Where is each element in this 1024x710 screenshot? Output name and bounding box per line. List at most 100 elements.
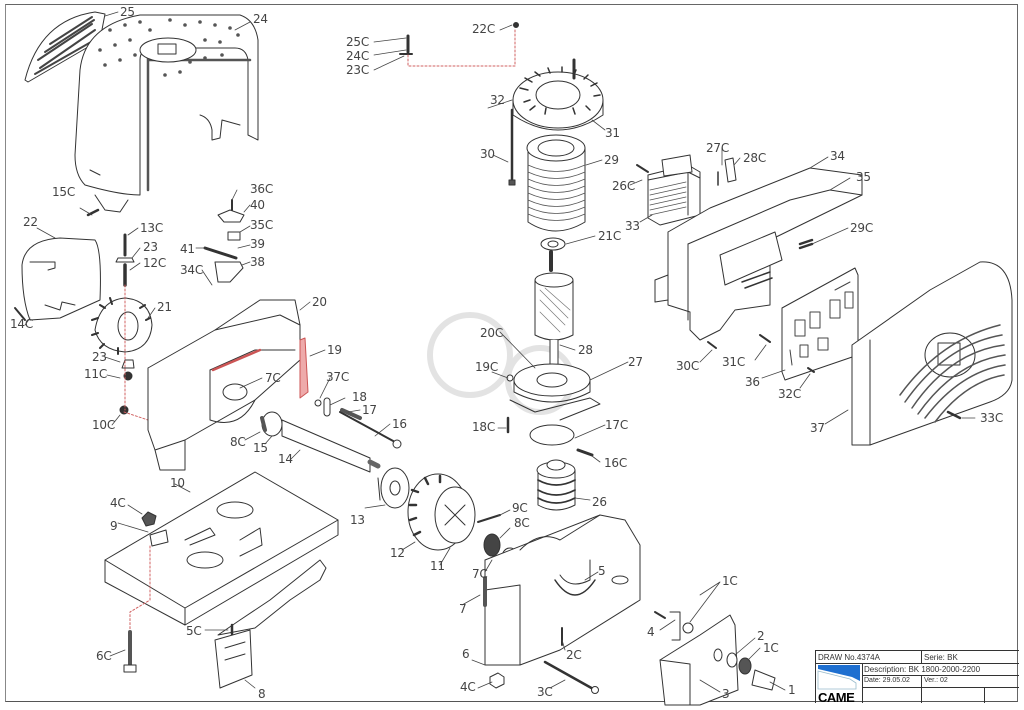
part-label-30c: 30C: [676, 359, 700, 373]
part-label-16c: 16C: [604, 456, 628, 470]
part-30-tie-rod: [508, 108, 516, 186]
part-label-26: 26: [592, 495, 607, 509]
part-6-lower-housing: [484, 514, 641, 666]
part-label-33: 33: [625, 219, 640, 233]
part-label-24c: 24C: [346, 49, 370, 63]
description-label: Description: BK 1800-2000-2200: [864, 665, 981, 674]
part-26-worm-wheel: [536, 459, 576, 511]
part-label-32: 32: [490, 93, 505, 107]
part-31-motor-end-cap: [512, 58, 604, 131]
part-label-21: 21: [157, 300, 172, 314]
part-label-13c: 13C: [140, 221, 164, 235]
part-label-36: 36: [745, 375, 760, 389]
part-label-13: 13: [350, 513, 365, 527]
part-label-4ca: 4C: [110, 496, 126, 510]
part-22-side-cover: [14, 237, 101, 321]
part-label-31c: 31C: [722, 355, 746, 369]
part-label-7ca: 7C: [265, 371, 281, 385]
part-label-35c: 35C: [250, 218, 274, 232]
part-28-rotor: [534, 250, 574, 366]
part-label-29c: 29C: [850, 221, 874, 235]
part-label-36c: 36C: [250, 182, 274, 196]
part-20-gearbox-housing: [147, 299, 309, 471]
part-label-40: 40: [250, 198, 265, 212]
part-label-25: 25: [120, 5, 135, 19]
part-label-20c: 20C: [480, 326, 504, 340]
part-label-1: 1: [788, 683, 796, 697]
part-label-5: 5: [598, 564, 606, 578]
part-21-pinion-gear: [91, 233, 153, 421]
part-label-21c: 21C: [598, 229, 622, 243]
part-label-2: 2: [757, 629, 765, 643]
title-row-2: [862, 663, 1019, 676]
part-label-16: 16: [392, 417, 407, 431]
part-label-7cb: 7C: [472, 567, 488, 581]
part-34-35-mounting-bracket: [654, 167, 863, 341]
part-3C-bolt: [543, 660, 599, 694]
part-16C-pin: [576, 448, 594, 457]
part-28C-fuse-holder: [717, 157, 737, 186]
part-label-39: 39: [250, 237, 265, 251]
part-label-20: 20: [312, 295, 327, 309]
title-row-1: [816, 651, 1019, 664]
part-label-23a: 23: [143, 240, 158, 254]
part-label-22c: 22C: [472, 22, 496, 36]
part-24-motor-cover: [74, 14, 259, 213]
part-37-front-cover: [851, 261, 1013, 446]
part-label-30: 30: [480, 147, 495, 161]
part-label-25c: 25C: [346, 35, 370, 49]
part-label-8: 8: [258, 687, 266, 701]
part-label-37: 37: [810, 421, 825, 435]
part-label-38: 38: [250, 255, 265, 269]
part-label-1ca: 1C: [722, 574, 738, 588]
part-label-9: 9: [110, 519, 118, 533]
part-label-33c: 33C: [980, 411, 1004, 425]
part-label-15c: 15C: [52, 185, 76, 199]
part-label-24: 24: [253, 12, 268, 26]
leader-lines: [24, 11, 976, 693]
part-10-base-plate: [104, 471, 339, 673]
part-15C-screw: [86, 208, 100, 217]
part-label-8ca: 8C: [230, 435, 246, 449]
part-label-18c: 18C: [472, 420, 496, 434]
part-label-26c: 26C: [612, 179, 636, 193]
part-8-limit-bracket: [214, 559, 327, 689]
part-label-23b: 23: [92, 350, 107, 364]
part-21C-bearing: [540, 237, 566, 251]
part-label-28: 28: [578, 343, 593, 357]
part-label-27: 27: [628, 355, 643, 369]
part-22C-25C-fixings: [399, 22, 519, 67]
part-label-11c: 11C: [84, 367, 108, 381]
part-16-18-adjust-bolt: [314, 397, 402, 449]
came-logo-icon: [817, 665, 860, 690]
part-14-worm-shaft: [260, 411, 381, 473]
serie-label: Serie: BK: [924, 653, 958, 662]
drawing-frame: [5, 4, 1018, 702]
part-3-release-cover: [654, 611, 776, 706]
title-block: DRAW No.4374A Serie: BK Description: BK …: [815, 650, 1019, 705]
part-label-3c: 3C: [537, 685, 553, 699]
part-label-4: 4: [647, 625, 655, 639]
part-label-8cb: 8C: [514, 516, 530, 530]
part-17C-o-ring: [529, 424, 575, 446]
part-label-1cb: 1C: [763, 641, 779, 655]
part-13-flange: [377, 467, 410, 509]
part-label-29: 29: [604, 153, 619, 167]
part-label-19: 19: [327, 343, 342, 357]
part-label-4cb: 4C: [460, 680, 476, 694]
part-25-vent-grille: [24, 11, 106, 83]
part-label-6c: 6C: [96, 649, 112, 663]
part-label-14c: 14C: [10, 317, 34, 331]
part-label-7: 7: [459, 602, 467, 616]
part-label-10c: 10C: [92, 418, 116, 432]
part-label-10: 10: [170, 476, 185, 490]
part-label-11: 11: [430, 559, 445, 573]
title-row-3: [862, 675, 1019, 688]
part-label-9c: 9C: [512, 501, 528, 515]
part-label-34: 34: [830, 149, 845, 163]
part-label-18: 18: [352, 390, 367, 404]
part-label-15: 15: [253, 441, 268, 455]
part-label-6: 6: [462, 647, 470, 661]
part-label-17c: 17C: [605, 418, 629, 432]
